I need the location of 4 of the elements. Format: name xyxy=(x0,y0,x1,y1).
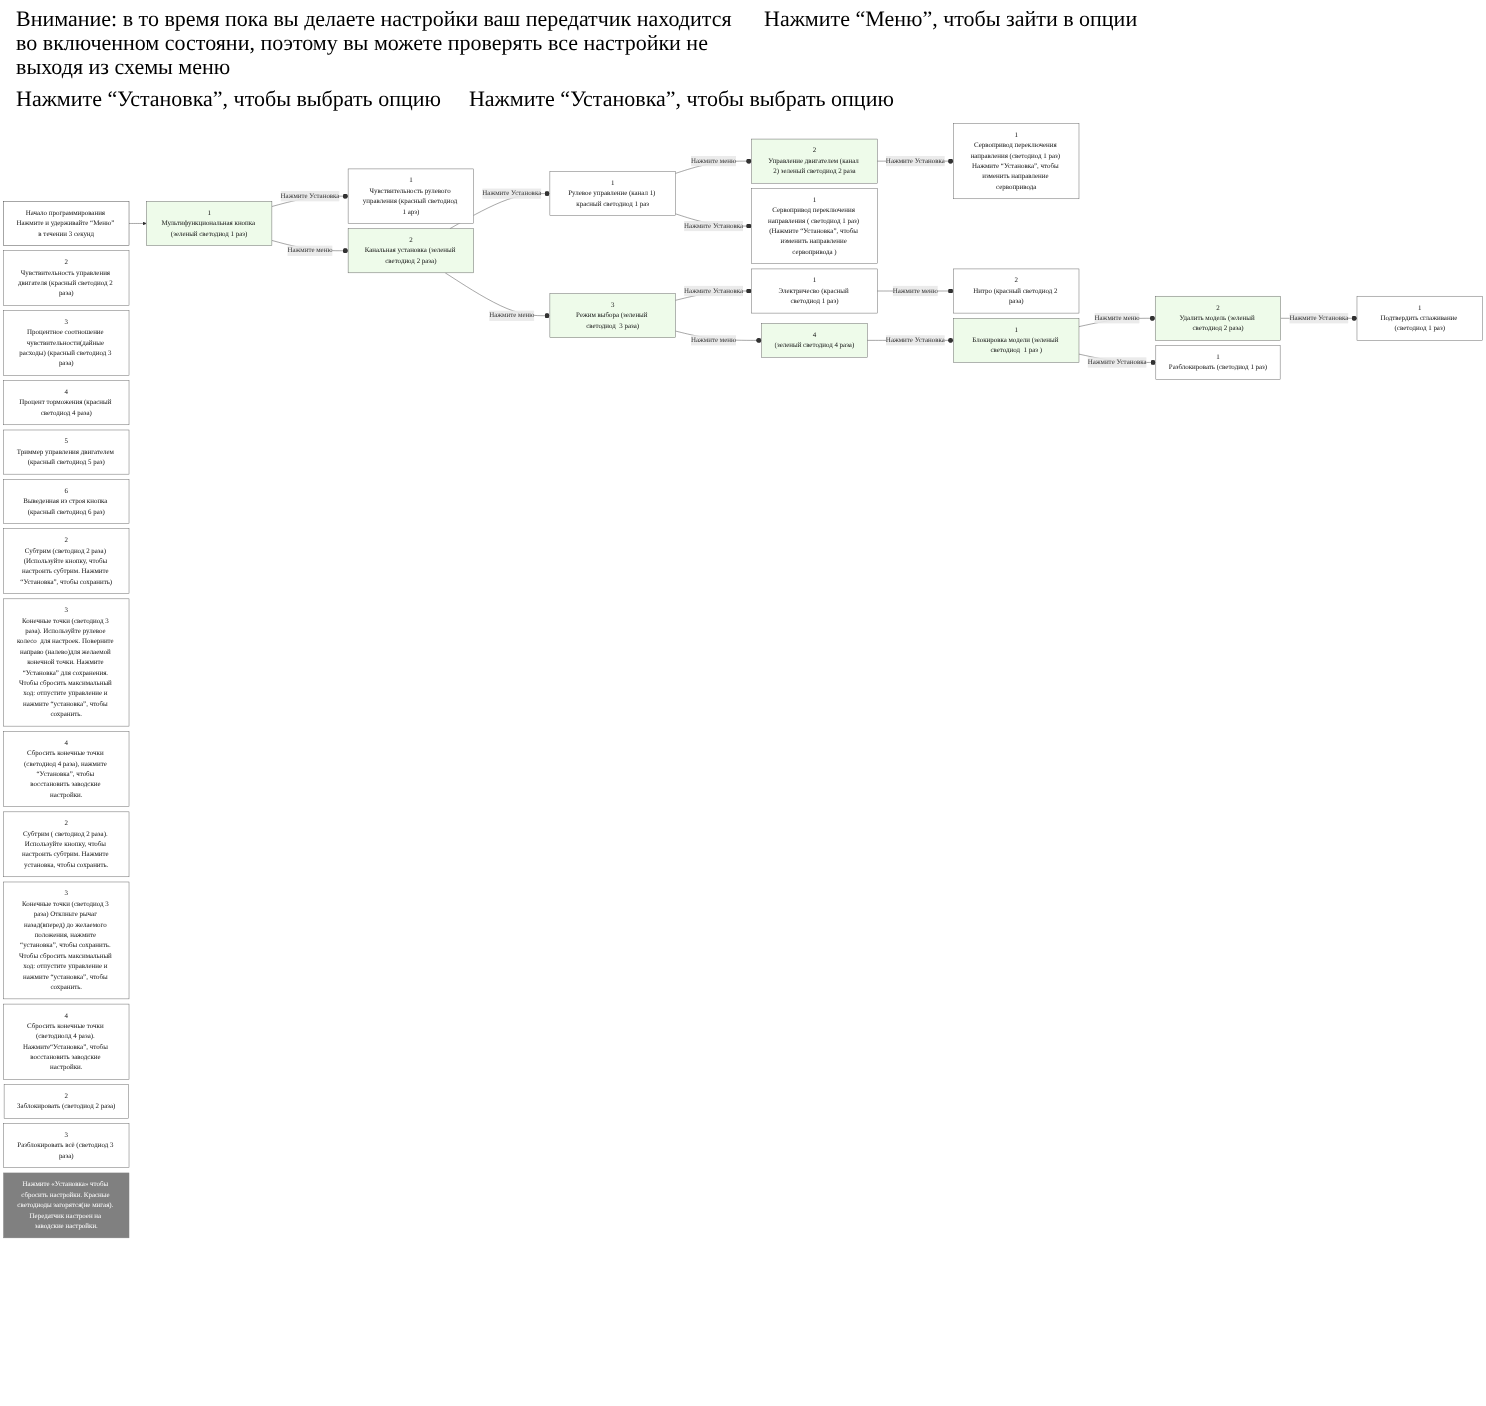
note-text: Нажмите “Установка”, чтобы выбрать опцию xyxy=(16,88,441,112)
note-text: Внимание: в то время пока вы делаете настройки ваш передатчик находится во включенном состояни, поэтому вы можете проверять все настройки не выходя из схемы меню xyxy=(16,8,734,80)
note-text: Нажмите “Установка”, чтобы выбрать опцию xyxy=(468,88,894,112)
note-text: Нажмите “Меню”, чтобы зайти в опции xyxy=(764,8,1138,36)
